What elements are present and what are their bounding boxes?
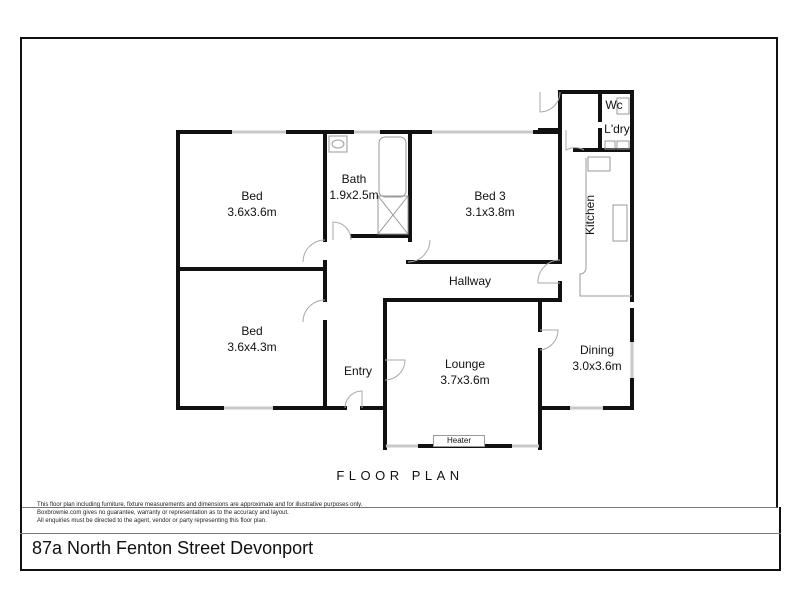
- room-label-bed-2: Bed 3.6x4.3m: [222, 323, 282, 355]
- room-name: Wc: [605, 98, 623, 112]
- disclaimer-line: This floor plan including furniture, fix…: [37, 502, 363, 508]
- room-size: 3.6x4.3m: [227, 340, 277, 354]
- room-name: Bed 3: [474, 189, 506, 203]
- room-name: Bed: [241, 324, 263, 338]
- disclaimer-line: All enquiries must be directed to the ag…: [37, 518, 267, 524]
- room-label-laundry: L'dry: [600, 121, 634, 137]
- room-label-bed-1: Bed 3.6x3.6m: [222, 188, 282, 220]
- page-title: FLOOR PLAN: [336, 468, 464, 483]
- room-label-lounge: Lounge 3.7x3.6m: [432, 356, 498, 388]
- footer-frame: [20, 507, 781, 571]
- room-size: 3.1x3.8m: [465, 205, 515, 219]
- room-name: Lounge: [444, 357, 486, 371]
- room-label-bed-3: Bed 3 3.1x3.8m: [455, 188, 525, 220]
- room-label-wc: Wc: [601, 97, 627, 113]
- room-name: Dining: [579, 343, 615, 357]
- disclaimer: This floor plan including furniture, fix…: [37, 501, 362, 525]
- property-address: 87a North Fenton Street Devonport: [32, 538, 314, 558]
- footer-divider: [20, 533, 781, 534]
- room-name: Bath: [341, 172, 367, 186]
- room-size: 3.0x3.6m: [572, 359, 622, 373]
- room-size: 3.7x3.6m: [440, 373, 490, 387]
- room-label-bath: Bath 1.9x2.5m: [326, 171, 382, 203]
- room-label-kitchen: Kitchen: [583, 194, 598, 236]
- room-label-entry: Entry: [338, 363, 378, 379]
- room-name: L'dry: [604, 122, 630, 136]
- room-size: 1.9x2.5m: [329, 188, 379, 202]
- heater-fixture: Heater: [433, 435, 485, 447]
- room-name: Bed: [241, 189, 263, 203]
- plan-frame: [20, 37, 778, 508]
- room-size: 3.6x3.6m: [227, 205, 277, 219]
- disclaimer-line: Boxbrownie.com gives no guarantee, warra…: [37, 510, 289, 516]
- room-name: Hallway: [448, 274, 491, 288]
- room-name: Entry: [343, 364, 372, 378]
- room-label-dining: Dining 3.0x3.6m: [564, 342, 630, 374]
- room-label-hallway: Hallway: [440, 273, 500, 289]
